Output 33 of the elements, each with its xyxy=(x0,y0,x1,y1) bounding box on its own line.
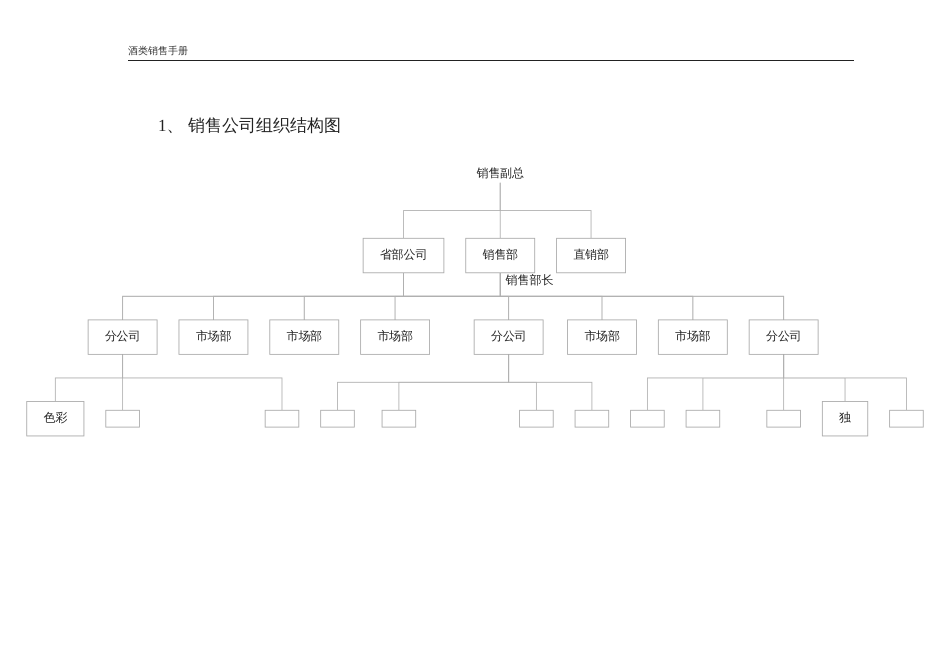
node-box: 独 xyxy=(822,401,868,436)
connector xyxy=(500,182,592,239)
node-box: 直销部 xyxy=(556,238,626,274)
connector xyxy=(500,272,784,320)
node-box: 市场部 xyxy=(269,319,340,355)
node-box xyxy=(766,410,801,428)
node-box: 市场部 xyxy=(178,319,248,355)
node-box: 市场部 xyxy=(658,319,728,355)
node-box: 分公司 xyxy=(88,319,158,355)
node-box xyxy=(264,410,300,428)
node-box: 市场部 xyxy=(360,319,430,355)
node-box xyxy=(889,410,924,428)
connector xyxy=(783,354,907,411)
node-box xyxy=(519,410,554,428)
node-text: 销售副总 xyxy=(476,168,524,180)
connector xyxy=(403,272,784,320)
node-box xyxy=(630,410,665,428)
node-box: 分公司 xyxy=(474,319,544,355)
node-box xyxy=(320,410,355,428)
node-box: 分公司 xyxy=(748,319,819,355)
node-box: 省部公司 xyxy=(362,238,444,274)
node-box xyxy=(382,410,416,428)
diagram-title: 1、 销售公司组织结构图 xyxy=(158,115,341,137)
header-text: 酒类销售手册 xyxy=(128,46,188,57)
node-box: 色彩 xyxy=(26,401,84,436)
node-box xyxy=(105,410,140,428)
connector xyxy=(508,354,592,411)
connector xyxy=(122,354,282,411)
node-note: 销售部长 xyxy=(505,275,554,288)
node-box xyxy=(686,410,720,428)
node-box: 市场部 xyxy=(567,319,637,355)
node-box: 销售部 xyxy=(465,238,536,274)
node-box xyxy=(574,410,610,428)
